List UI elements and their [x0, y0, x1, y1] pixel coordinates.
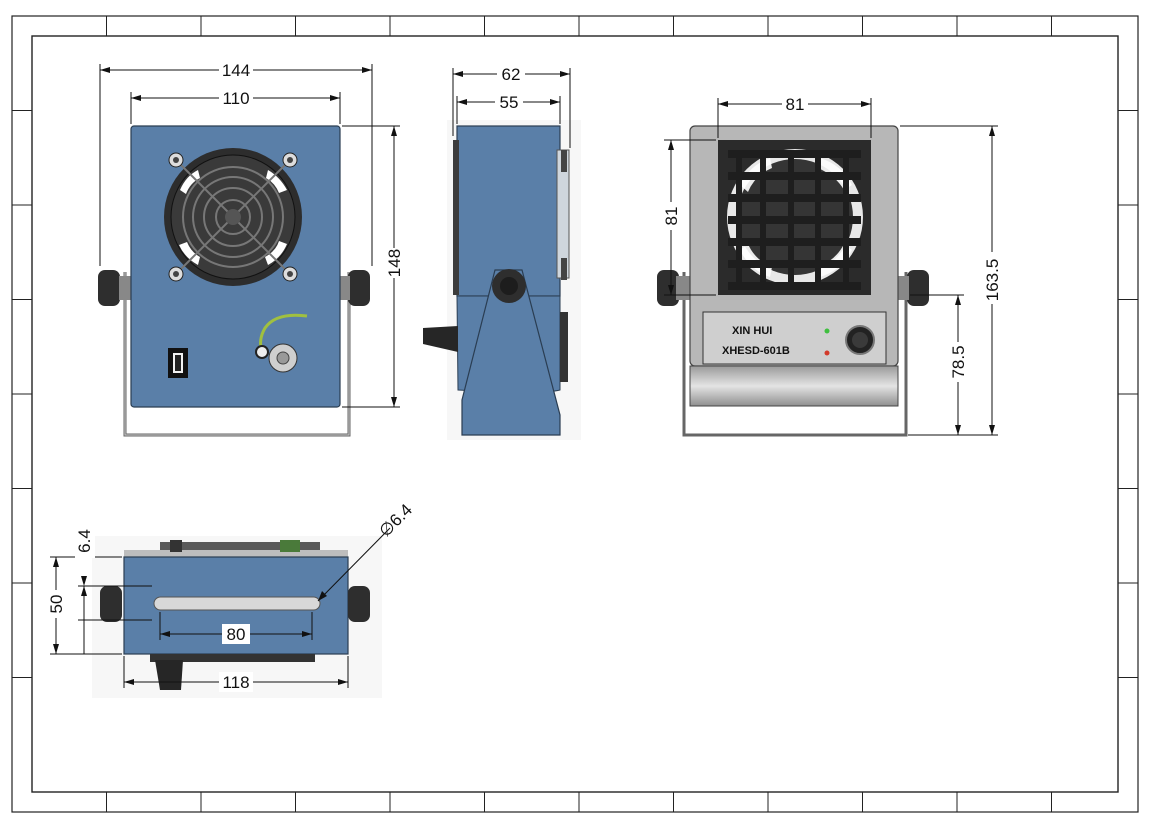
rear-view: XIN HUI XHESD-601B	[657, 125, 929, 437]
dim-148: 148	[385, 249, 404, 277]
dim-81-width: 81	[786, 95, 805, 114]
dim-62: 62	[502, 65, 521, 84]
dim-6-4: 6.4	[75, 529, 94, 553]
zone-ticks	[12, 16, 1138, 812]
rear-base	[689, 365, 899, 407]
brand-label: XIN HUI	[732, 325, 772, 337]
dim-163-5: 163.5	[983, 259, 1002, 302]
side-view	[423, 120, 581, 440]
power-cable	[423, 326, 458, 352]
dim-118: 118	[222, 673, 249, 692]
inner-frame	[31, 35, 1119, 793]
left-knob	[98, 270, 120, 306]
dim-78-5: 78.5	[949, 345, 968, 378]
dim-80: 80	[227, 625, 246, 644]
dim-55: 55	[500, 93, 519, 112]
led-green	[824, 328, 830, 334]
bottom-slot	[153, 596, 321, 611]
dim-110: 110	[222, 89, 249, 108]
front-view	[98, 125, 370, 437]
side-body	[456, 125, 561, 297]
right-knob	[348, 270, 370, 306]
led-red	[824, 350, 830, 356]
model-label: XHESD-601B	[722, 345, 790, 357]
side-stand	[461, 269, 561, 436]
bottom-view	[92, 536, 382, 698]
dim-144: 144	[222, 61, 250, 80]
dim-50: 50	[47, 595, 66, 614]
dim-81-height: 81	[662, 207, 681, 226]
